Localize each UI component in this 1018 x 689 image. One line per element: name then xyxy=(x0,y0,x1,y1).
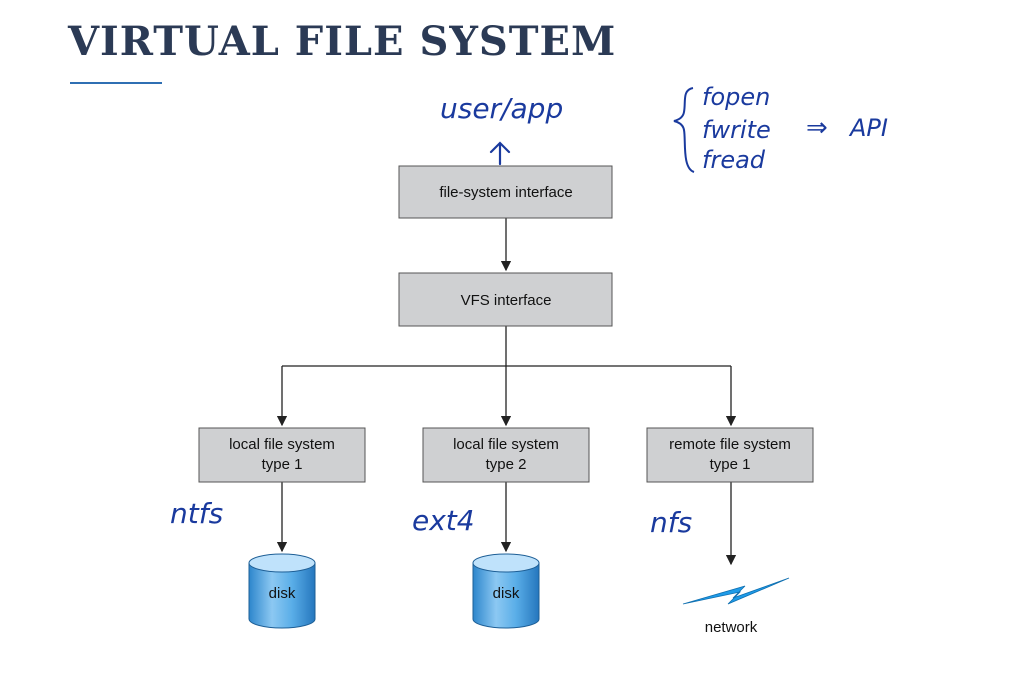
box-local-fs-1-line1: local file system xyxy=(229,436,335,453)
disk-1-label: disk xyxy=(269,585,296,602)
box-remote-fs-1-line2: type 1 xyxy=(710,456,751,473)
box-vfs-interface: VFS interface xyxy=(398,272,613,327)
handwritten-annotations: user/app fopen fwrite fread ⇒ API ntfs e… xyxy=(170,83,888,539)
box-remote-fs-1-line1: remote file system xyxy=(669,436,791,453)
box-local-fs-2-line1: local file system xyxy=(453,436,559,453)
box-local-fs-2: local file system type 2 xyxy=(422,427,590,483)
disk-2-label: disk xyxy=(493,585,520,602)
annotation-fread: fread xyxy=(702,146,766,174)
arrow-up-icon xyxy=(489,141,511,166)
annotation-ntfs: ntfs xyxy=(170,497,223,530)
curly-brace-icon xyxy=(673,87,695,173)
page-title: VIRTUAL FILE SYSTEM xyxy=(68,18,617,65)
annotation-fopen: fopen xyxy=(702,83,770,111)
title-underline xyxy=(70,82,162,84)
box-remote-fs-1: remote file system type 1 xyxy=(646,427,814,483)
connectors xyxy=(276,218,737,566)
annotation-user-app: user/app xyxy=(440,92,563,125)
annotation-ext4: ext4 xyxy=(412,504,475,537)
box-local-fs-2-line2: type 2 xyxy=(486,456,527,473)
box-vfs-interface-label: VFS interface xyxy=(461,292,552,309)
annotation-nfs: nfs xyxy=(650,506,692,539)
disk-icon: disk xyxy=(248,553,316,629)
disk-icon: disk xyxy=(472,553,540,629)
box-fs-interface-label: file-system interface xyxy=(439,184,572,201)
annotation-api: API xyxy=(848,114,888,142)
double-arrow-icon: ⇒ xyxy=(806,113,828,143)
network-label: network xyxy=(705,619,758,636)
box-local-fs-1-line2: type 1 xyxy=(262,456,303,473)
lightning-icon: network xyxy=(682,577,790,636)
annotation-fwrite: fwrite xyxy=(702,116,771,144)
box-local-fs-1: local file system type 1 xyxy=(198,427,366,483)
box-fs-interface: file-system interface xyxy=(398,165,613,219)
